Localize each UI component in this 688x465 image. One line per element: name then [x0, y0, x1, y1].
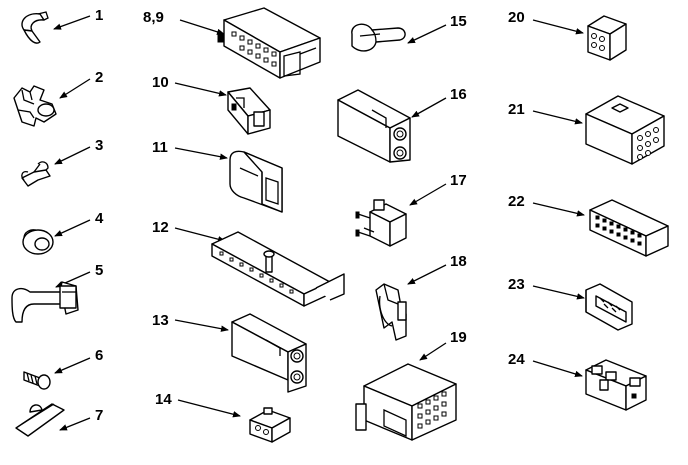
label-part-5: 5 [95, 262, 104, 279]
part-22-wide-connector [589, 199, 669, 257]
part-15-curled-clip [351, 23, 406, 52]
label-part-22: 22 [508, 193, 525, 210]
part-20-cube-connector [587, 15, 627, 61]
leader-part-16 [411, 97, 447, 118]
part-3-spring-clip [21, 161, 51, 187]
label-part-17: 17 [450, 172, 467, 189]
label-part-19: 19 [450, 329, 467, 346]
label-part-3: 3 [95, 137, 104, 154]
leader-part-24 [532, 360, 583, 378]
part-6-screw [23, 371, 51, 390]
leader-part-8-9 [179, 19, 225, 35]
leader-part-11 [174, 147, 228, 160]
part-13-connector [231, 313, 307, 393]
leader-part-20 [532, 19, 584, 35]
part-12-long-connector [211, 231, 345, 307]
pin-holes-12 [219, 251, 294, 294]
label-part-23: 23 [508, 276, 525, 293]
pin-holes [231, 31, 277, 67]
label-part-10: 10 [152, 74, 169, 91]
label-part-8-9: 8,9 [143, 9, 164, 26]
leader-part-14 [177, 399, 241, 418]
leader-part-21 [532, 110, 583, 125]
label-part-14: 14 [155, 391, 172, 408]
part-18-hook-clip [375, 283, 407, 341]
leader-part-3 [54, 146, 91, 165]
leader-part-10 [174, 82, 227, 97]
leader-part-15 [407, 24, 447, 44]
leader-part-7 [59, 417, 91, 431]
part-19-connector [355, 363, 457, 441]
leader-part-23 [532, 285, 585, 300]
leader-part-2 [59, 78, 91, 99]
part-10-connector [227, 87, 271, 135]
leader-part-13 [174, 319, 229, 332]
leader-part-1 [53, 15, 91, 30]
label-part-11: 11 [152, 139, 168, 156]
part-23-d-sub-connector [585, 283, 633, 331]
label-part-15: 15 [450, 13, 467, 30]
part-1-wire-clip [21, 11, 49, 44]
leader-part-4 [54, 219, 91, 237]
leader-part-12 [174, 227, 226, 243]
pin-holes-21 [637, 127, 659, 160]
label-part-20: 20 [508, 9, 525, 26]
label-part-21: 21 [508, 101, 525, 118]
label-part-16: 16 [450, 86, 467, 103]
label-part-13: 13 [152, 312, 169, 329]
label-part-7: 7 [95, 407, 104, 424]
part-5-bracket-clip [11, 281, 79, 323]
leader-part-22 [532, 202, 585, 217]
part-21-cube-connector [585, 95, 665, 165]
label-part-6: 6 [95, 347, 104, 364]
part-24-block-connector [585, 359, 647, 411]
part-11-housing [229, 150, 283, 213]
part-14-plug [249, 407, 291, 443]
leader-part-18 [407, 264, 447, 285]
leader-lines [53, 15, 585, 431]
leader-part-17 [409, 183, 447, 206]
part-17-terminal-block [355, 199, 407, 247]
leader-part-19 [419, 342, 447, 361]
pin-holes-19 [417, 391, 447, 429]
leader-part-6 [54, 357, 91, 374]
part-7-strip [15, 403, 65, 437]
part-8-9-connector [217, 7, 321, 79]
label-part-2: 2 [95, 69, 104, 86]
pin-holes-22 [595, 215, 642, 246]
part-16-connector [337, 89, 411, 163]
label-part-18: 18 [450, 253, 467, 270]
part-2-cable-clamp [13, 85, 57, 127]
label-part-12: 12 [152, 219, 169, 236]
part-4-grommet [22, 229, 54, 255]
label-part-24: 24 [508, 351, 525, 368]
label-part-4: 4 [95, 210, 104, 227]
label-part-1: 1 [95, 7, 104, 24]
